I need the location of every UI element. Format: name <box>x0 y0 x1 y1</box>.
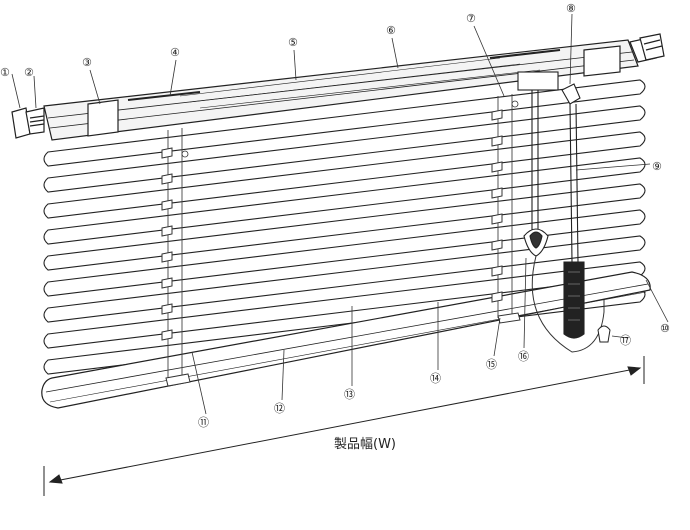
callout-5: ⑤ <box>288 36 298 49</box>
tilt-mechanism <box>517 71 581 263</box>
callout-7: ⑦ <box>466 12 476 25</box>
callout-4: ④ <box>170 46 180 59</box>
callout-15: ⑮ <box>486 358 497 371</box>
callout-2: ② <box>24 66 34 79</box>
cord-tassel[interactable] <box>597 325 611 343</box>
slat-6 <box>43 209 646 297</box>
callout-8: ⑧ <box>566 2 576 15</box>
callout-6: ⑥ <box>386 24 396 37</box>
width-dimension <box>43 356 645 496</box>
callout-1: ① <box>0 66 10 79</box>
callout-leaders <box>11 13 669 415</box>
tilt-cord-weight <box>523 228 549 257</box>
bracket-right <box>629 33 665 63</box>
callout-16: ⑯ <box>518 350 529 363</box>
tilt-cord-loop <box>531 255 605 353</box>
arrow-right-icon <box>627 366 642 376</box>
callout-3: ③ <box>82 56 92 69</box>
callouts: ① ② ③ ④ ⑤ ⑥ ⑦ ⑧ ⑨ ⑩ ⑪ ⑫ ⑬ ⑭ ⑮ ⑯ ⑰ <box>0 2 670 429</box>
callout-13: ⑬ <box>344 388 355 401</box>
head-rail <box>43 39 639 141</box>
slat-2 <box>43 105 646 193</box>
ladder-clips <box>161 109 521 387</box>
lift-cord-dots <box>181 100 519 158</box>
slat-1 <box>43 79 646 167</box>
callout-10: ⑩ <box>660 322 670 335</box>
slat-4 <box>43 157 646 245</box>
callout-9: ⑨ <box>652 160 662 173</box>
slat-5 <box>43 183 646 271</box>
slat-3 <box>43 131 646 219</box>
bracket-left <box>11 107 45 139</box>
callout-14: ⑭ <box>430 372 441 385</box>
width-label: 製品幅(W) <box>334 437 396 452</box>
wand-grip[interactable] <box>563 261 585 339</box>
callout-11: ⑪ <box>198 416 209 429</box>
callout-12: ⑫ <box>274 402 285 415</box>
callout-17: ⑰ <box>620 334 631 347</box>
slat-7 <box>43 235 646 323</box>
bottom-cord-cap-left <box>165 373 191 387</box>
arrow-left-icon <box>48 474 63 484</box>
